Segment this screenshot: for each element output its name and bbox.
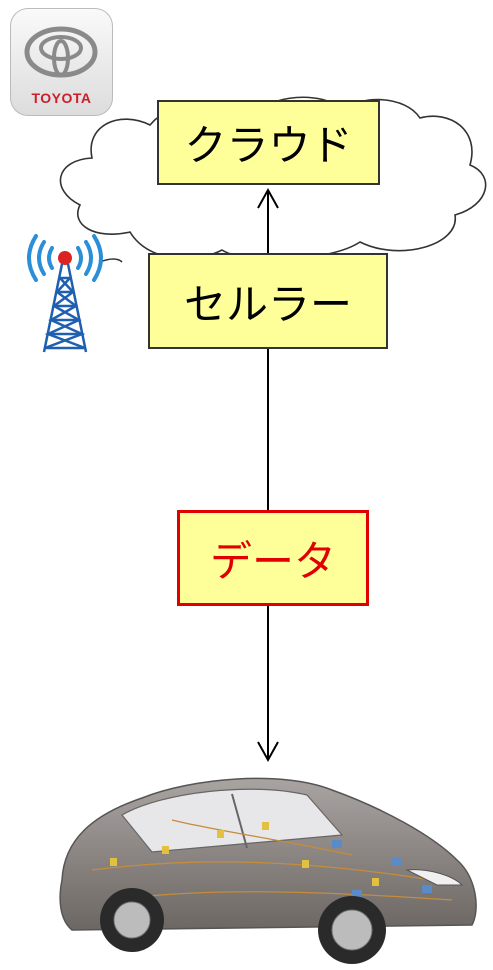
cell-tower-icon xyxy=(27,234,103,353)
car-illustration xyxy=(59,777,477,964)
toyota-emblem-icon xyxy=(24,26,98,78)
cloud-label: クラウド xyxy=(157,100,380,185)
logo-text: TOYOTA xyxy=(31,90,92,106)
data-label: データ xyxy=(177,510,369,606)
toyota-logo: TOYOTA xyxy=(10,8,113,116)
cellular-label: セルラー xyxy=(148,253,388,349)
